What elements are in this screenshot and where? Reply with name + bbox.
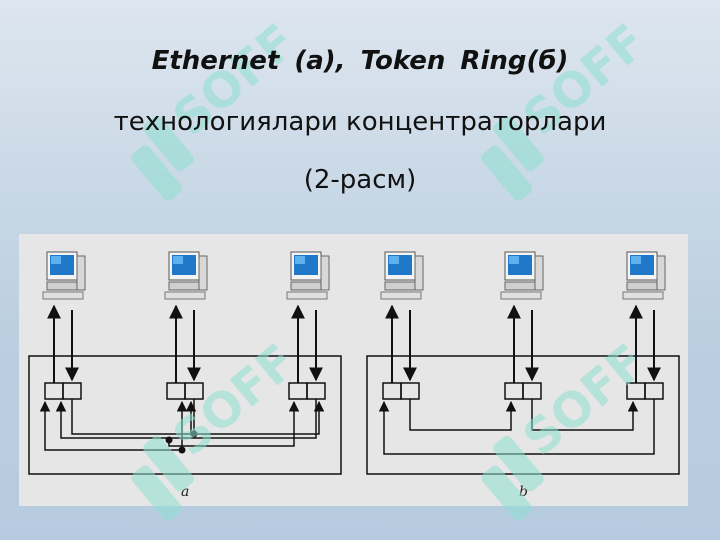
computer-icon xyxy=(164,251,208,300)
hub-diagram-svg: a xyxy=(28,251,680,500)
watermark-logo-top-left: SOFF xyxy=(131,14,307,200)
computer-icon xyxy=(380,251,424,300)
computer-icon xyxy=(42,251,86,300)
computer-icon xyxy=(622,251,666,300)
panel-a-ethernet: a xyxy=(28,251,342,500)
panel-b-label: b xyxy=(519,484,528,500)
slide-title-line-1: Ethernet (a), Token Ring(б) xyxy=(0,46,720,76)
panel-b-token-ring: b xyxy=(366,251,680,500)
panel-a-label: a xyxy=(181,484,189,500)
slide-title-line-3: (2-расм) xyxy=(303,165,417,195)
slide-title-line-2: технологиялари концентраторлари xyxy=(113,107,607,137)
watermark-logo-bottom-right: SOFF xyxy=(481,334,657,521)
watermark-logo-bottom-left: SOFF xyxy=(131,334,307,521)
computer-icon xyxy=(500,251,544,300)
svg-text:SOFF: SOFF xyxy=(163,334,307,468)
hub-diagram-figure: a xyxy=(19,234,688,506)
computer-icon xyxy=(286,251,330,300)
svg-text:SOFF: SOFF xyxy=(513,334,657,468)
title-ethernet: Ethernet (a), xyxy=(151,46,346,76)
watermark-logo-top-right: SOFF xyxy=(481,14,657,200)
title-token-ring: Token Ring(б) xyxy=(360,46,569,76)
